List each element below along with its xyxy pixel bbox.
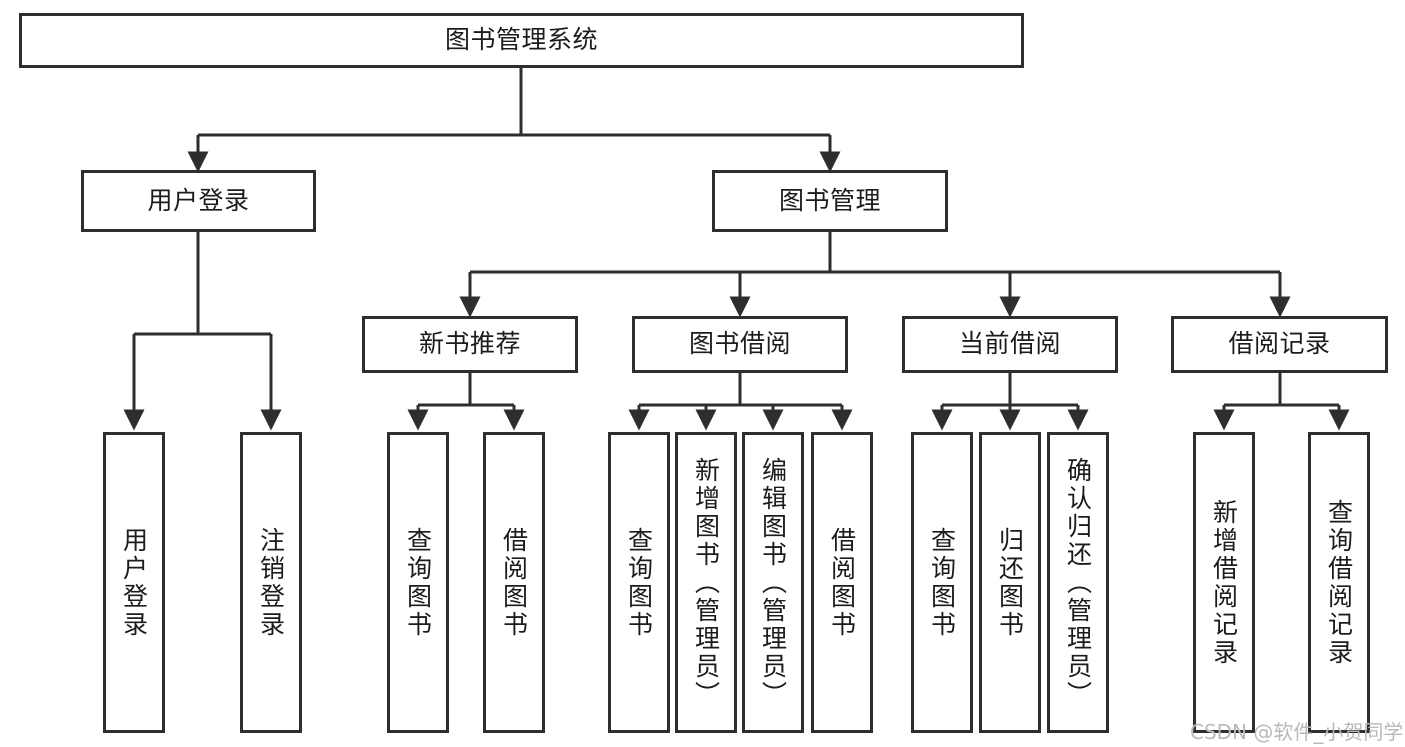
node-leaf-edit-book-admin-label: 编辑图书（管理员） <box>758 456 788 709</box>
node-book-borrow-label: 图书借阅 <box>688 329 791 359</box>
node-borrow-record-label: 借阅记录 <box>1228 329 1331 359</box>
node-leaf-return-book[interactable]: 归还图书 <box>979 432 1041 733</box>
node-leaf-borrow-book[interactable]: 借阅图书 <box>811 432 873 733</box>
node-book-borrow[interactable]: 图书借阅 <box>632 316 848 373</box>
node-leaf-user-login-label: 用户登录 <box>119 526 149 639</box>
node-leaf-query-borrow-record-label: 查询借阅记录 <box>1324 498 1354 667</box>
node-current-borrow-label: 当前借阅 <box>958 329 1061 359</box>
node-leaf-confirm-return-admin-label: 确认归还（管理员） <box>1063 456 1093 709</box>
csdn-watermark: CSDN @软件_小贺同学 <box>1190 720 1404 744</box>
node-leaf-query-book-recommend-label: 查询图书 <box>403 526 433 639</box>
node-leaf-query-book-borrow-label: 查询图书 <box>624 526 654 639</box>
node-leaf-query-book-current[interactable]: 查询图书 <box>911 432 973 733</box>
node-leaf-confirm-return-admin[interactable]: 确认归还（管理员） <box>1047 432 1109 733</box>
node-book-management-label: 图书管理 <box>778 185 881 215</box>
node-leaf-user-login[interactable]: 用户登录 <box>103 432 165 733</box>
node-user-login[interactable]: 用户登录 <box>81 170 316 232</box>
node-new-book-recommend-label: 新书推荐 <box>418 329 521 359</box>
node-leaf-query-book-recommend[interactable]: 查询图书 <box>387 432 449 733</box>
node-leaf-query-book-borrow[interactable]: 查询图书 <box>608 432 670 733</box>
node-leaf-query-borrow-record[interactable]: 查询借阅记录 <box>1308 432 1370 733</box>
node-leaf-add-book-admin-label: 新增图书（管理员） <box>691 456 721 709</box>
node-leaf-borrow-book-recommend-label: 借阅图书 <box>499 526 529 639</box>
node-leaf-add-borrow-record[interactable]: 新增借阅记录 <box>1193 432 1255 733</box>
node-user-login-label: 用户登录 <box>147 185 250 215</box>
node-leaf-edit-book-admin[interactable]: 编辑图书（管理员） <box>742 432 804 733</box>
node-leaf-query-book-current-label: 查询图书 <box>927 526 957 639</box>
node-new-book-recommend[interactable]: 新书推荐 <box>362 316 578 373</box>
node-leaf-add-book-admin[interactable]: 新增图书（管理员） <box>675 432 737 733</box>
node-borrow-record[interactable]: 借阅记录 <box>1171 316 1388 373</box>
node-root-book-management-system[interactable]: 图书管理系统 <box>19 13 1024 68</box>
node-leaf-return-book-label: 归还图书 <box>995 526 1025 639</box>
node-book-management[interactable]: 图书管理 <box>712 170 948 232</box>
node-leaf-borrow-book-recommend[interactable]: 借阅图书 <box>483 432 545 733</box>
node-leaf-borrow-book-label: 借阅图书 <box>827 526 857 639</box>
node-current-borrow[interactable]: 当前借阅 <box>902 316 1118 373</box>
node-root-label: 图书管理系统 <box>444 25 598 55</box>
node-leaf-logout-label: 注销登录 <box>256 526 286 639</box>
node-leaf-logout[interactable]: 注销登录 <box>240 432 302 733</box>
node-leaf-add-borrow-record-label: 新增借阅记录 <box>1209 498 1239 667</box>
